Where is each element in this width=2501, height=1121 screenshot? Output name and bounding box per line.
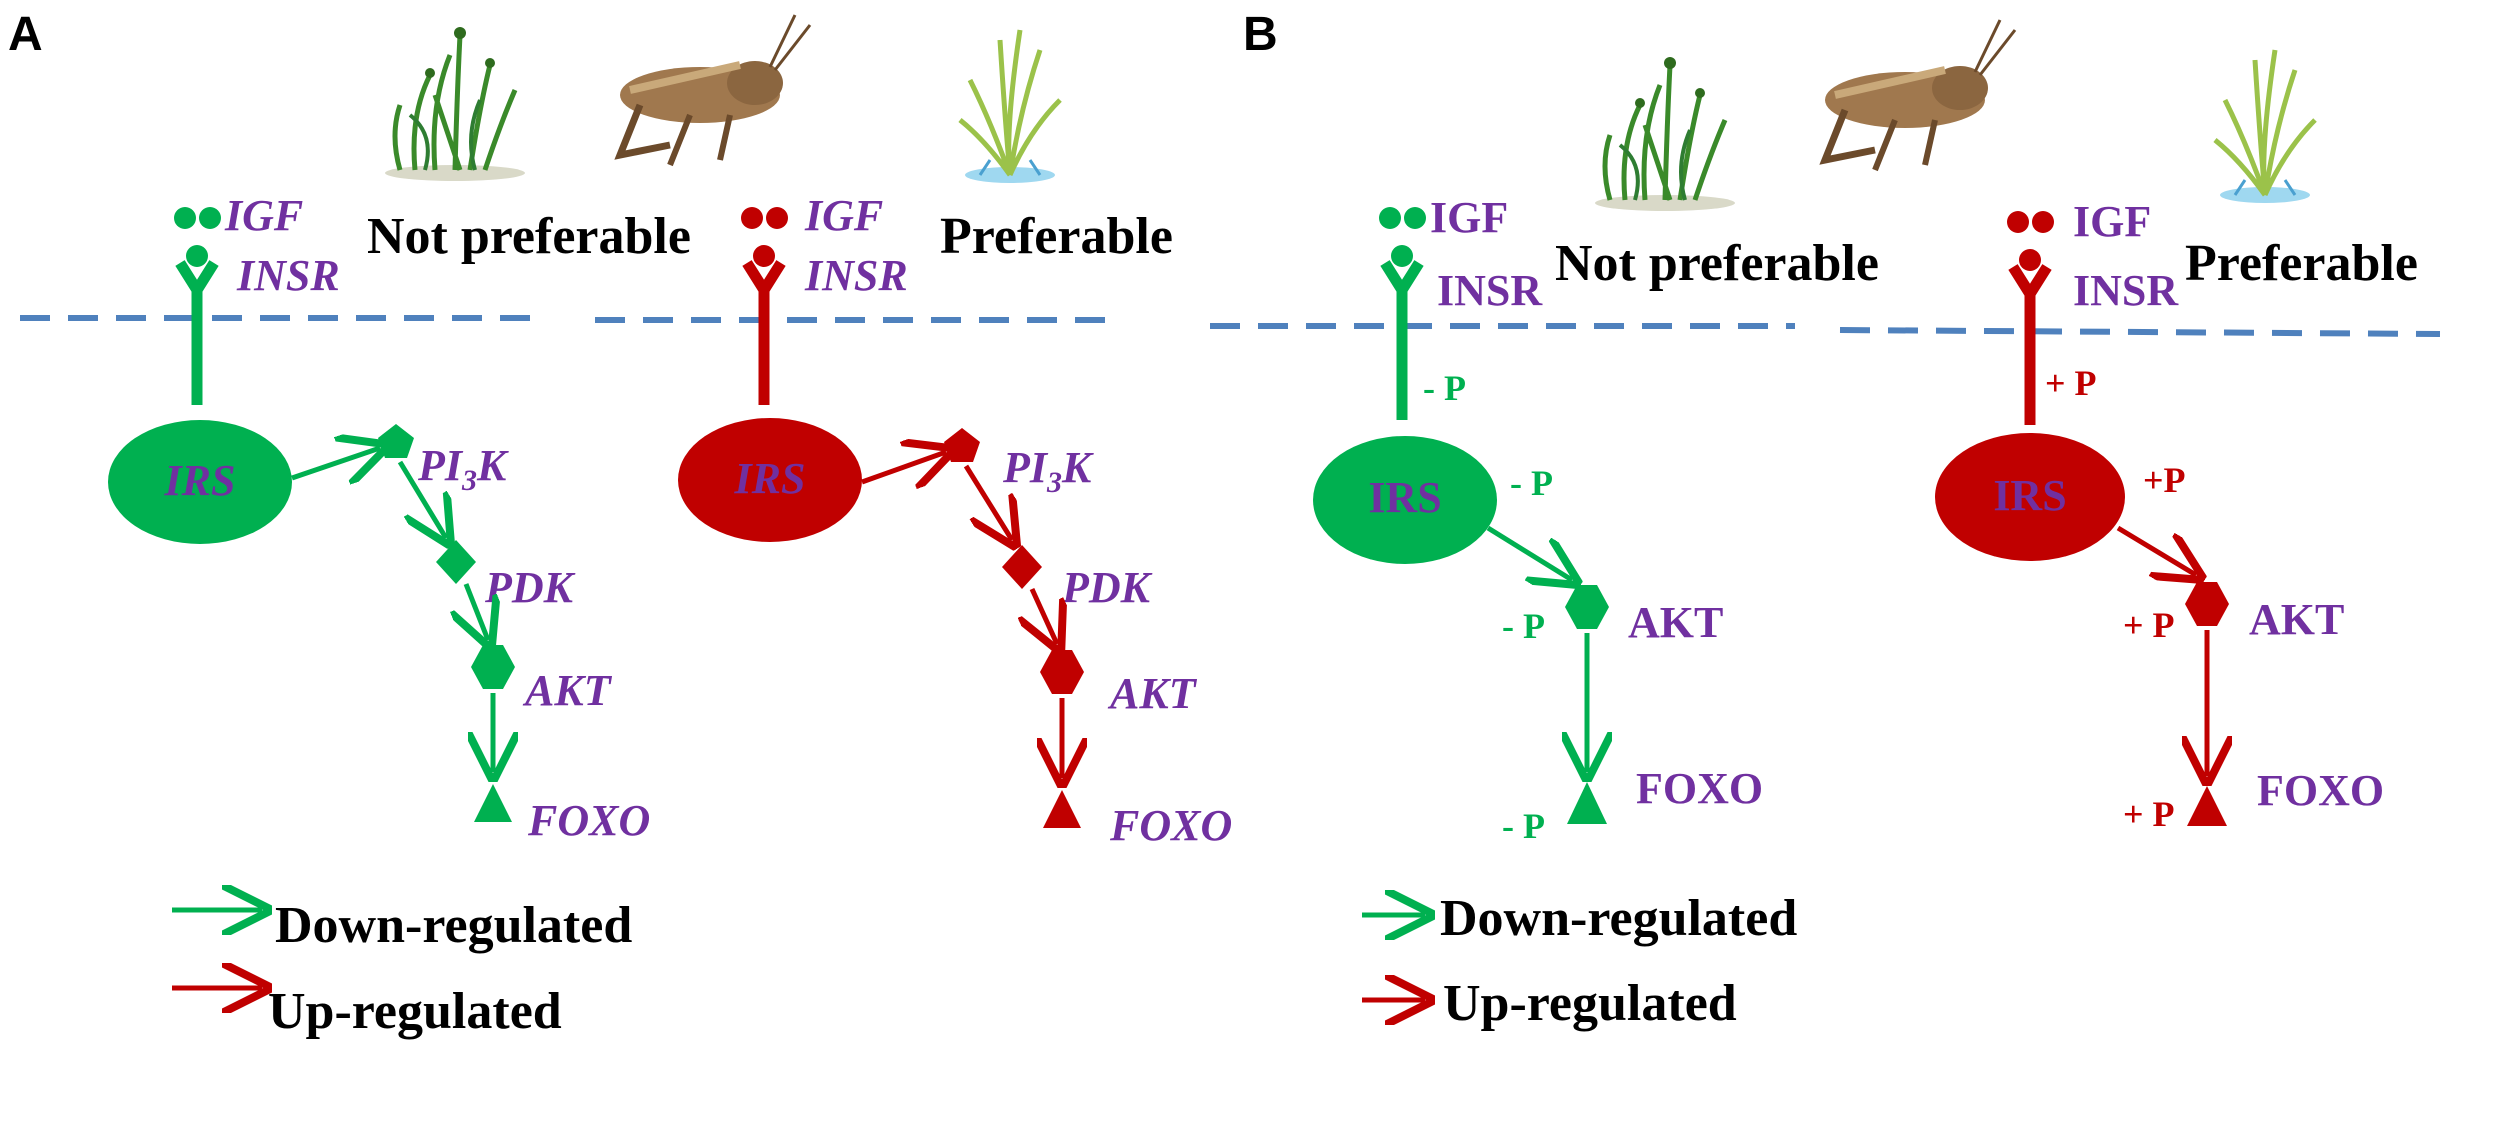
pi3k-label: PI3K [1002,443,1094,499]
igf-ligand [741,207,763,229]
insr-receptor [742,260,786,301]
igf-ligand [1391,245,1413,267]
irs-node [108,420,292,544]
igf-ligand [1404,207,1426,229]
igf-label: IGF [1430,193,1508,242]
igf-ligand [2032,211,2054,233]
irs-node [1935,433,2125,561]
irs-node [1313,436,1497,564]
legend-up-label: Up-regulated [1443,975,1737,1032]
arrow-irs-akt [1486,525,1572,580]
akt-label: AKT [1107,669,1198,718]
irs-node [678,418,862,542]
pi3k-node [944,428,980,462]
pathway-not-preferable: Not preferable IGF INSR IRS PI3K PDK [108,191,691,845]
pathway-preferable: Preferable IGF INSR IRS PI3K PDK AKT FOX… [678,191,1232,850]
igf-ligand [2019,249,2041,271]
insr-receptor [2008,264,2052,305]
caption-not-preferable: Not preferable [1555,235,1879,292]
panel-b-letter: B [1243,8,1278,61]
phospho-irs-label: - P [1510,463,1553,503]
akt-label: AKT [2249,595,2344,644]
igf-label: IGF [804,191,883,240]
igf-ligand [199,207,221,229]
igf-ligand [1379,207,1401,229]
akt-node [1565,585,1609,629]
grass-plant-icon [385,27,525,181]
igf-ligand [186,245,208,267]
phospho-foxo-label: + P [2123,794,2175,834]
legend-down-label: Down-regulated [1440,890,1797,947]
foxo-node [2187,786,2227,826]
grasshopper-icon [1819,19,2017,172]
igf-label: IGF [2073,197,2151,246]
insr-receptor [1380,260,1424,301]
foxo-label: FOXO [2257,766,2384,815]
pathway-preferable-b: Preferable IGF INSR + P IRS +P AKT + P F… [1935,197,2418,834]
arrow-pdk-akt [1032,587,1057,644]
arrow-irs-pi3k [291,448,380,478]
insr-label: INSR [1437,266,1543,315]
igf-ligand [766,207,788,229]
grass-plant-icon [1595,57,1735,211]
caption-preferable: Preferable [940,208,1173,265]
irs-label: IRS [164,456,236,505]
irs-label: IRS [1368,473,1441,522]
insr-label: INSR [2073,266,2179,315]
foxo-label: FOXO [1636,764,1763,813]
arrow-pi3k-pdk [963,464,1012,540]
pathway-not-preferable-b: Not preferable IGF INSR - P IRS - P AKT … [1313,193,1879,846]
arrow-irs-akt [2116,525,2196,575]
akt-label: AKT [1628,598,1723,647]
irs-label: IRS [734,454,806,503]
insr-label: INSR [804,251,908,300]
akt-node [2185,582,2229,626]
foxo-node [1567,782,1607,824]
arrow-pi3k-pdk [397,460,446,538]
phospho-irs-label: +P [2143,460,2186,500]
legend-up-label: Up-regulated [268,983,562,1040]
panel-b: B Not preferable [1210,8,2441,1032]
arrow-pdk-akt [466,583,488,640]
legend-down-label: Down-regulated [275,897,632,954]
phospho-foxo-label: - P [1502,806,1545,846]
legend: Down-regulated Up-regulated [172,897,632,1040]
foxo-label: FOXO [527,796,650,845]
phospho-akt-label: - P [1502,606,1545,646]
igf-label: IGF [224,191,303,240]
pdk-label: PDK [1061,563,1153,612]
preferred-grass-icon [958,29,1062,183]
irs-label: IRS [1993,471,2066,520]
foxo-node [1043,790,1081,828]
insr-receptor [175,260,219,301]
foxo-node [474,784,512,822]
akt-node [1040,650,1084,694]
pdk-label: PDK [484,563,576,612]
pi3k-label: PI3K [417,441,509,497]
preferred-grass-icon [2213,49,2317,203]
pdk-node [436,540,476,584]
grasshopper-icon [614,14,812,167]
foxo-label: FOXO [1109,801,1232,850]
insr-label: INSR [236,251,340,300]
arrow-irs-pi3k [861,452,946,482]
membrane-line [1839,327,2441,337]
pi3k-node [378,424,414,458]
phospho-receptor-label: - P [1423,368,1466,408]
igf-ligand [2007,211,2029,233]
akt-node [471,645,515,689]
panel-a: A [8,8,1232,1040]
caption-not-preferable: Not preferable [367,208,691,265]
panel-a-letter: A [8,8,43,61]
caption-preferable: Preferable [2185,235,2418,292]
igf-ligand [753,245,775,267]
phospho-akt-label: + P [2123,605,2175,645]
igf-ligand [174,207,196,229]
legend-b: Down-regulated Up-regulated [1362,890,1797,1032]
pdk-node [1002,545,1042,589]
phospho-receptor-label: + P [2045,363,2097,403]
akt-label: AKT [522,666,613,715]
